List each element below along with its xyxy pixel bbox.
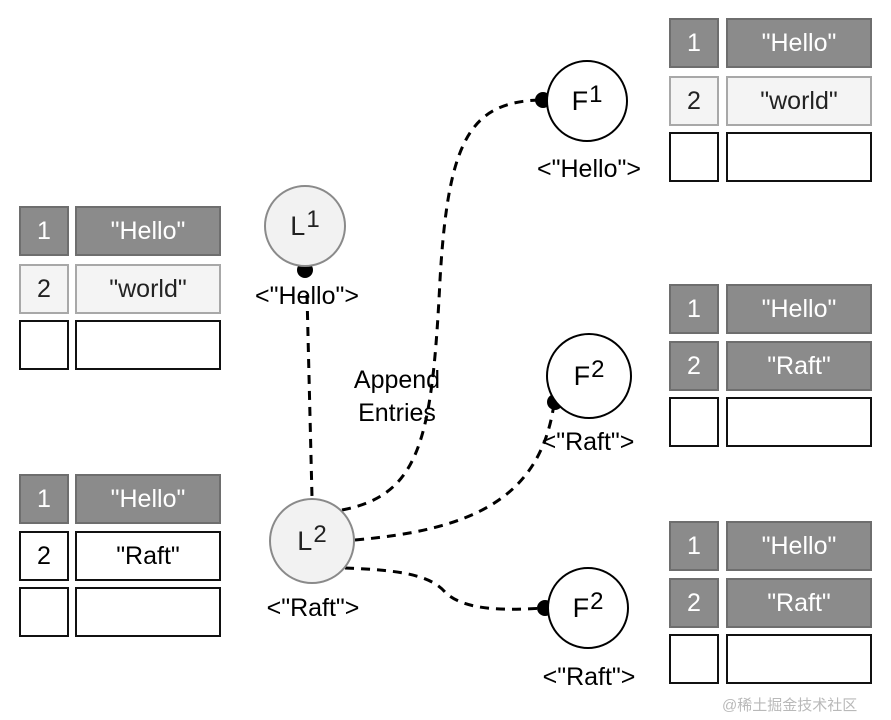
node-index: 1 xyxy=(306,206,320,233)
edge-label-line1: Append xyxy=(353,366,441,394)
log-index-cell: 2 xyxy=(669,341,719,391)
log-index-cell: 1 xyxy=(19,474,69,524)
edge-l1-l2 xyxy=(305,294,314,498)
edge-l2-f1 xyxy=(341,98,541,512)
log-index-cell: 2 xyxy=(669,76,719,126)
node-value-label: <"Hello"> xyxy=(537,155,641,183)
log-value-cell xyxy=(75,320,221,370)
edge-l2-f2a xyxy=(354,403,556,542)
watermark: @稀土掘金技术社区 xyxy=(722,697,858,714)
log-value-cell xyxy=(726,634,872,684)
log-index-cell: 2 xyxy=(19,264,69,314)
node-value-label: <"Hello"> xyxy=(255,282,359,310)
node-letter: F xyxy=(572,592,590,623)
log-index-cell xyxy=(19,587,69,637)
log-value-cell: "Raft" xyxy=(75,531,221,581)
log-value-cell: "world" xyxy=(726,76,872,126)
log-index-cell: 1 xyxy=(669,284,719,334)
log-value-cell: "Hello" xyxy=(75,206,221,256)
log-value-cell: "Hello" xyxy=(726,521,872,571)
log-value-cell xyxy=(75,587,221,637)
log-index-cell: 2 xyxy=(19,531,69,581)
log-value-cell: "Hello" xyxy=(726,284,872,334)
log-index-cell xyxy=(669,397,719,447)
log-value-cell: "Raft" xyxy=(726,341,872,391)
log-value-cell: "world" xyxy=(75,264,221,314)
log-index-cell xyxy=(19,320,69,370)
edge-label-append-entries: Append Entries xyxy=(338,364,456,430)
log-index-cell xyxy=(669,634,719,684)
node-value-label: <"Raft"> xyxy=(542,663,636,691)
edge-label-line2: Entries xyxy=(358,399,436,427)
log-value-cell xyxy=(726,397,872,447)
node-index: 2 xyxy=(591,356,605,383)
node-letter: F xyxy=(573,360,591,391)
log-value-cell: "Hello" xyxy=(726,18,872,68)
node-letter: L xyxy=(290,210,306,241)
log-index-cell: 1 xyxy=(669,18,719,68)
node-index: 2 xyxy=(313,521,327,548)
node-index: 2 xyxy=(590,588,604,615)
node-letter: L xyxy=(297,525,313,556)
log-index-cell: 1 xyxy=(19,206,69,256)
log-value-cell: "Raft" xyxy=(726,578,872,628)
log-index-cell xyxy=(669,132,719,182)
log-value-cell xyxy=(726,132,872,182)
log-index-cell: 2 xyxy=(669,578,719,628)
log-value-cell: "Hello" xyxy=(75,474,221,524)
node-value-label: <"Raft"> xyxy=(266,594,360,622)
node-value-label: <"Raft"> xyxy=(541,428,635,456)
log-index-cell: 1 xyxy=(669,521,719,571)
node-letter: F xyxy=(571,85,589,116)
node-index: 1 xyxy=(589,81,603,108)
